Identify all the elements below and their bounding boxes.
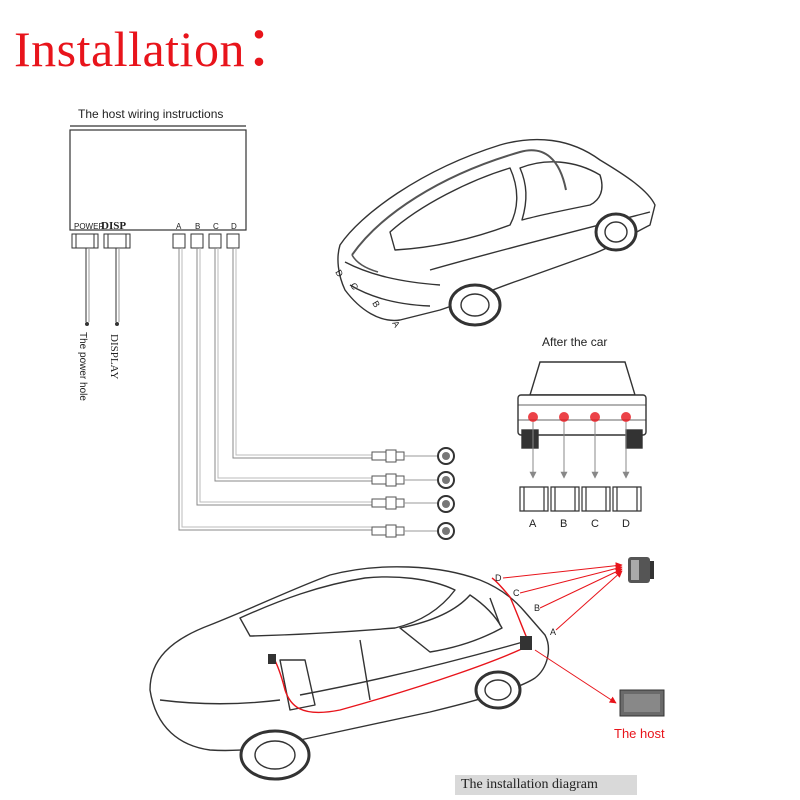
bottom-sensor-d: D <box>495 573 502 583</box>
rear-sensor-c: C <box>591 518 599 530</box>
top-car-sensor-labels: D C B A <box>333 268 402 329</box>
port-label-b: B <box>195 222 200 231</box>
display-label: DISPLAY <box>108 334 120 379</box>
sensor-head-large-icon <box>628 557 654 583</box>
port-label-d: D <box>231 222 237 231</box>
rear-sensor-socket-icons <box>519 486 642 512</box>
display-socket-icon <box>103 233 131 249</box>
sensor-pointer-arrows <box>502 562 623 631</box>
heading-title: Installation <box>14 21 245 77</box>
port-label-a: A <box>176 222 182 231</box>
top-car-illustration <box>337 138 656 327</box>
host-box <box>69 129 247 231</box>
bottom-sensor-a: A <box>550 627 556 637</box>
bottom-sensor-c: C <box>513 588 520 598</box>
sensor-head-icons <box>437 447 455 540</box>
port-label-c: C <box>213 222 219 231</box>
rear-view-panel: After the car A B C D <box>517 335 647 530</box>
power-hole-label: The power hole <box>77 332 88 401</box>
top-sensor-d: D <box>333 268 345 279</box>
bottom-car-wiring <box>271 577 531 714</box>
rear-car-illustration <box>517 361 647 449</box>
rear-sensor-a: A <box>529 518 537 530</box>
bottom-car-illustration <box>149 566 550 781</box>
host-wiring-panel: The host wiring instructions POWER DISP … <box>69 107 455 540</box>
host-wiring-title: The host wiring instructions <box>78 107 223 121</box>
power-socket-icon <box>71 233 99 249</box>
diagram-caption: The installation diagram <box>455 775 637 795</box>
top-sensor-c: C <box>348 281 360 292</box>
host-unit-icon <box>619 689 665 717</box>
top-sensor-b: B <box>370 299 382 309</box>
car-host-unit-icon <box>520 636 532 650</box>
disp-label: DISP <box>101 220 126 232</box>
car-display-icon <box>268 654 276 664</box>
sensor-wires <box>178 248 372 531</box>
top-sensor-a: A <box>390 319 402 329</box>
rear-sensor-dots <box>528 412 631 422</box>
port-socket-icons <box>172 233 240 249</box>
page-heading: Installation： <box>14 8 301 89</box>
rear-sensor-arrows <box>529 422 630 479</box>
power-label: POWER <box>74 222 104 231</box>
bottom-sensor-b: B <box>534 603 540 613</box>
sensor-connector-icons <box>371 449 440 538</box>
rear-sensor-d: D <box>622 518 630 530</box>
host-pointer-arrow <box>534 649 617 704</box>
host-label: The host <box>614 726 665 741</box>
bottom-car-sensor-labels: D C B A <box>495 573 556 637</box>
rear-view-title: After the car <box>542 335 607 349</box>
heading-colon: ： <box>244 17 302 79</box>
rear-sensor-b: B <box>560 518 567 530</box>
